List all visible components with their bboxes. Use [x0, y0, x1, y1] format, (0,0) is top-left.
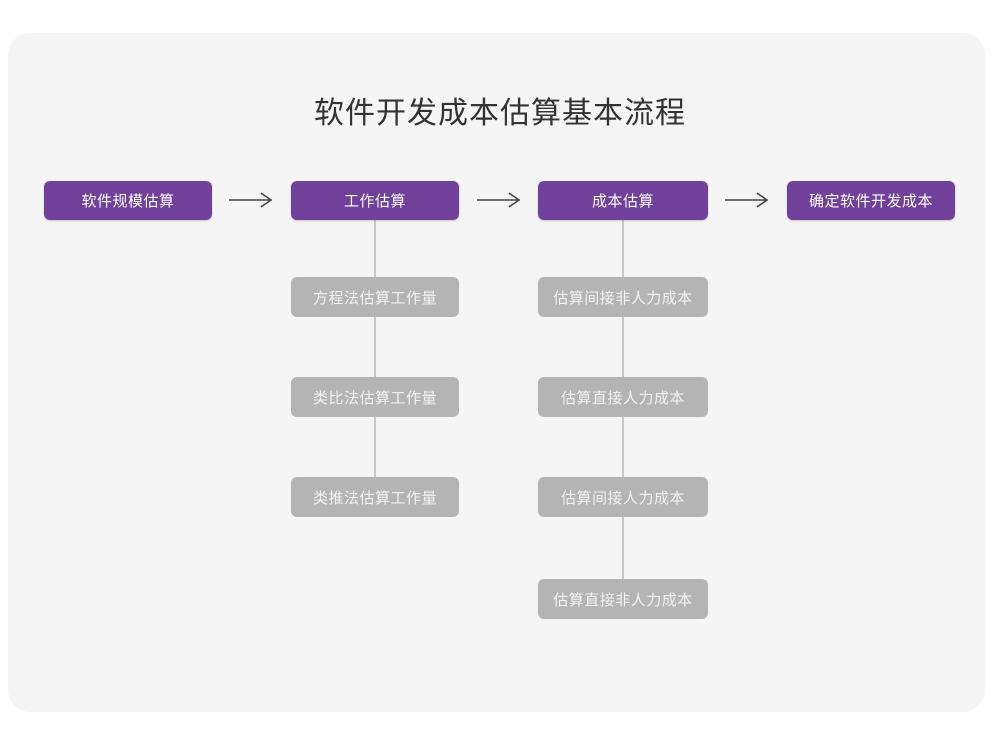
branch3-item-4[interactable]: 估算直接非人力成本: [538, 579, 708, 619]
branch3-item-2[interactable]: 估算直接人力成本: [538, 377, 708, 417]
connector-line-branch2: [374, 220, 376, 498]
diagram-card: [8, 33, 985, 712]
flow-node-step4[interactable]: 确定软件开发成本: [787, 181, 955, 220]
flow-arrow-3: [724, 190, 770, 210]
branch2-item-3[interactable]: 类推法估算工作量: [291, 477, 459, 517]
branch3-item-3[interactable]: 估算间接人力成本: [538, 477, 708, 517]
flow-arrow-2: [476, 190, 522, 210]
arrow-right-icon: [725, 192, 769, 208]
arrow-right-icon: [477, 192, 521, 208]
page-title: 软件开发成本估算基本流程: [314, 97, 686, 130]
flow-node-step1[interactable]: 软件规模估算: [44, 181, 212, 220]
flow-node-step2[interactable]: 工作估算: [291, 181, 459, 220]
branch3-item-1[interactable]: 估算间接非人力成本: [538, 277, 708, 317]
flow-node-step3[interactable]: 成本估算: [538, 181, 708, 220]
flow-arrow-1: [228, 190, 274, 210]
branch2-item-2[interactable]: 类比法估算工作量: [291, 377, 459, 417]
arrow-right-icon: [229, 192, 273, 208]
branch2-item-1[interactable]: 方程法估算工作量: [291, 277, 459, 317]
